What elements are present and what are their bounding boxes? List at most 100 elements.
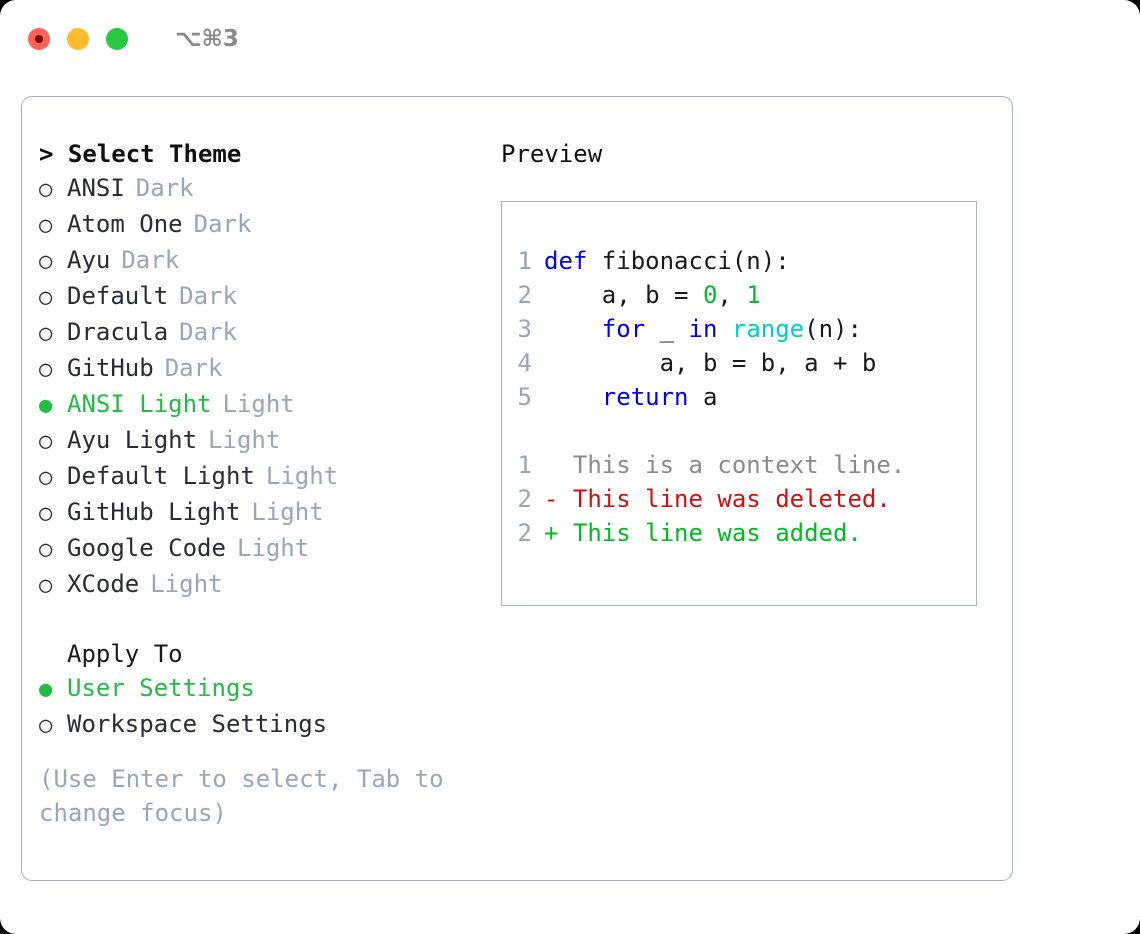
radio-unselected-icon: ○ — [39, 285, 53, 310]
theme-option-name: Google Code — [67, 534, 226, 562]
code-line-number: 3 — [517, 315, 532, 343]
theme-option-name: ANSI — [67, 174, 125, 202]
theme-option-variant: Light — [150, 570, 223, 598]
theme-option-atom-one[interactable]: ○ Atom One Dark — [39, 207, 489, 243]
code-diff-spacer — [516, 414, 970, 448]
diff-marker: - — [544, 485, 559, 513]
theme-option-variant: Light — [222, 390, 295, 418]
code-token-def: a, b = b, a + b — [544, 349, 877, 377]
maximize-button-icon[interactable] — [106, 27, 128, 50]
theme-option-variant: Dark — [193, 210, 252, 238]
radio-unselected-icon: ○ — [39, 357, 53, 382]
theme-option-variant: Dark — [179, 282, 237, 310]
theme-option-variant: Light — [265, 462, 339, 490]
diff-line-text: + This line was added. — [544, 516, 862, 550]
theme-option-name: Dracula — [67, 318, 169, 346]
diff-text: This is a context line. — [572, 451, 906, 479]
minimize-button-icon[interactable] — [67, 27, 89, 50]
code-line: 5 return a — [516, 380, 970, 414]
code-token-fn: range — [731, 315, 805, 343]
theme-option-variant: Dark — [135, 174, 194, 202]
title-bar: ⌥⌘3 — [0, 0, 1140, 77]
theme-option-ansi-light[interactable]: ● ANSI Light Light — [39, 387, 489, 423]
radio-unselected-icon: ○ — [39, 713, 53, 738]
code-token-num: 0 — [702, 281, 718, 309]
code-line-text: def fibonacci(n): — [544, 244, 790, 278]
theme-option-name: Atom One — [67, 210, 183, 238]
code-line-text: return a — [544, 380, 718, 414]
diff-line-number: 1 — [517, 451, 532, 479]
keyboard-hint-text: (Use Enter to select, Tab to change focu… — [39, 765, 444, 827]
code-token-kw: return — [601, 383, 689, 411]
code-line-text: for _ in range(n): — [544, 312, 862, 346]
apply-to-list[interactable]: ●User Settings ○ Workspace Settings — [39, 671, 489, 743]
theme-option-google-code[interactable]: ○ Google Code Light — [39, 531, 489, 567]
apply-to-option-user-settings[interactable]: ●User Settings — [39, 671, 489, 707]
code-token-def: , — [717, 281, 747, 309]
diff-marker — [544, 451, 558, 479]
theme-option-name: Default — [67, 282, 169, 310]
radio-unselected-icon: ○ — [39, 321, 53, 346]
code-line: 2 a, b = 0, 1 — [516, 278, 970, 312]
code-token-kw: def — [544, 247, 602, 275]
theme-option-name: GitHub — [67, 354, 154, 382]
radio-unselected-icon: ○ — [39, 537, 53, 562]
apply-to-option-name: Workspace Settings — [67, 710, 328, 738]
diff-block: 1 This is a context line. 2- This line wa… — [516, 448, 970, 550]
select-theme-header: > Select Theme — [39, 140, 242, 168]
diff-line-context: 1 This is a context line. — [516, 448, 970, 482]
theme-option-ayu[interactable]: ○ Ayu Dark — [39, 243, 489, 279]
theme-option-name: Ayu Light — [67, 426, 198, 454]
theme-option-variant: Light — [208, 426, 281, 454]
code-line-number: 4 — [517, 349, 532, 377]
keyboard-shortcut-label: ⌥⌘3 — [175, 25, 239, 52]
code-token-def — [544, 383, 602, 411]
diff-line-added: 2+ This line was added. — [516, 516, 970, 550]
radio-unselected-icon: ○ — [39, 573, 53, 598]
theme-option-variant: Light — [236, 534, 310, 562]
theme-option-ansi[interactable]: ○ ANSI Dark — [39, 171, 489, 207]
diff-marker: + — [544, 519, 559, 547]
code-token-num: 1 — [746, 281, 761, 309]
radio-unselected-icon: ○ — [39, 249, 53, 274]
code-token-def: fibonacci(n): — [601, 247, 790, 275]
theme-option-xcode[interactable]: ○ XCode Light — [39, 567, 489, 603]
theme-option-name: Ayu — [67, 246, 111, 274]
theme-option-name: ANSI Light — [67, 390, 212, 418]
code-token-def: a, b = — [544, 281, 703, 309]
theme-option-variant: Light — [251, 498, 324, 526]
diff-text: This line was added. — [572, 519, 862, 547]
code-token-def: _ — [645, 315, 689, 343]
list-spacer — [39, 603, 489, 637]
theme-option-name: XCode — [67, 570, 140, 598]
radio-unselected-icon: ○ — [39, 177, 53, 202]
diff-text: This line was deleted. — [572, 485, 891, 513]
code-token-kw: for — [601, 315, 646, 343]
theme-option-variant: Dark — [121, 246, 180, 274]
traffic-lights — [28, 27, 128, 50]
radio-unselected-icon: ○ — [39, 213, 53, 238]
code-line-number: 5 — [517, 383, 532, 411]
code-line-number: 2 — [517, 281, 532, 309]
preview-title: Preview — [501, 140, 603, 168]
theme-option-default[interactable]: ○ Default Dark — [39, 279, 489, 315]
apply-to-option-workspace-settings[interactable]: ○ Workspace Settings — [39, 707, 489, 743]
code-token-def — [544, 315, 602, 343]
diff-line-number: 2 — [517, 485, 532, 513]
close-button-icon[interactable] — [28, 27, 50, 50]
theme-option-name: Default Light — [67, 462, 255, 490]
radio-selected-icon: ● — [39, 393, 53, 418]
